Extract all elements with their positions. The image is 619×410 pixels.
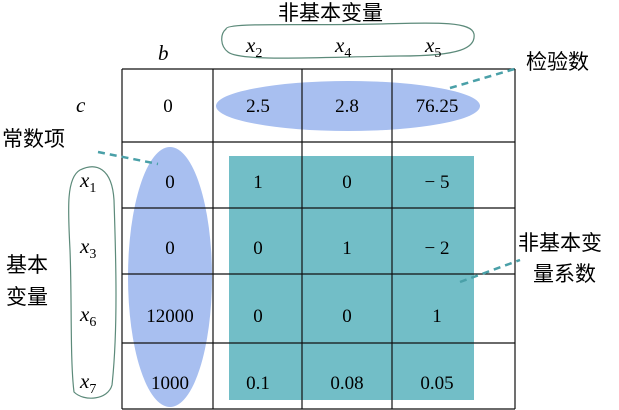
cell-c-2: 76.25 bbox=[416, 96, 459, 117]
constant-terms-label: 常数项 bbox=[2, 127, 65, 151]
nonbasic-coefficients-label-line2: 量系数 bbox=[533, 262, 596, 286]
nonbasic-coefficients-label-line1: 非基本变 bbox=[518, 231, 602, 255]
cell-x7-1: 0.08 bbox=[330, 373, 363, 394]
b-column-header: b bbox=[158, 41, 169, 65]
cell-b-x6: 12000 bbox=[146, 306, 194, 327]
cell-x6-2: 1 bbox=[432, 306, 442, 327]
basic-variables-label-line2: 变量 bbox=[6, 285, 48, 309]
row-label-x1: x1 bbox=[79, 168, 96, 196]
cell-x7-0: 0.1 bbox=[246, 373, 270, 394]
cell-x1-1: 0 bbox=[342, 172, 352, 193]
cell-x1-0: 1 bbox=[253, 172, 263, 193]
basic-variables-label-line1: 基本 bbox=[6, 253, 48, 277]
cell-x6-1: 0 bbox=[342, 306, 352, 327]
cell-b-x3: 0 bbox=[165, 238, 175, 259]
column-header-x5: x5 bbox=[424, 33, 441, 61]
cell-c-1: 2.8 bbox=[335, 96, 359, 117]
nonbasic-variables-label: 非基本变量 bbox=[278, 1, 383, 25]
check-numbers-label: 检验数 bbox=[526, 50, 589, 74]
leader-lines bbox=[97, 66, 521, 284]
constant-terms-ellipse bbox=[128, 147, 212, 407]
basic-variable-loop bbox=[68, 166, 117, 399]
cell-x3-0: 0 bbox=[253, 238, 263, 259]
row-label-x6: x6 bbox=[79, 302, 96, 330]
column-header-x2: x2 bbox=[245, 33, 262, 61]
c-row-label: c bbox=[76, 93, 86, 117]
cell-c-b: 0 bbox=[163, 96, 173, 117]
cell-b-x1: 0 bbox=[165, 172, 175, 193]
coefficient-block bbox=[229, 156, 474, 400]
table-grid bbox=[121, 68, 516, 410]
cell-x3-1: 1 bbox=[342, 238, 352, 259]
cell-b-x7: 1000 bbox=[151, 373, 189, 394]
cell-x7-2: 0.05 bbox=[420, 373, 453, 394]
row-label-x3: x3 bbox=[79, 234, 96, 262]
nonbasic-header-loop bbox=[221, 22, 475, 59]
cell-x3-2: − 2 bbox=[425, 238, 450, 259]
cell-x6-0: 0 bbox=[253, 306, 263, 327]
check-numbers-ellipse bbox=[216, 81, 480, 131]
cell-x1-2: − 5 bbox=[425, 172, 450, 193]
column-header-x4: x4 bbox=[334, 33, 351, 61]
row-label-x7: x7 bbox=[79, 369, 96, 397]
cell-c-0: 2.5 bbox=[246, 96, 270, 117]
